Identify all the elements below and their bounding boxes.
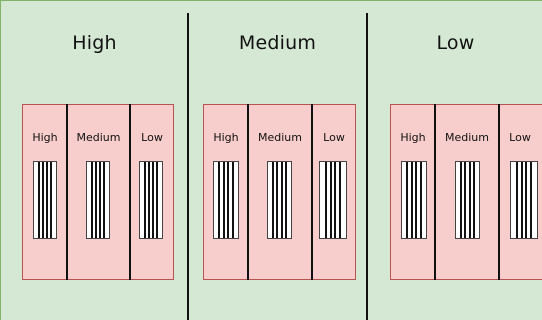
column-low: Low High Medium Low (368, 1, 542, 320)
vertical-bars-icon (213, 161, 239, 239)
column-title: High (72, 32, 117, 54)
subcolumn-group: High Medium Low (203, 104, 356, 280)
subcolumn-divider (129, 104, 131, 280)
subcolumn-divider (498, 104, 500, 280)
vertical-bars-icon (33, 161, 57, 239)
column-divider (366, 13, 368, 320)
vertical-bars-icon (86, 161, 110, 239)
column-title: Low (436, 32, 475, 54)
subcolumn-label: Medium (258, 131, 302, 144)
subcolumn-divider (434, 104, 436, 280)
column-high: High High Medium Low (1, 1, 188, 320)
subcolumn-group: High Medium Low (22, 104, 174, 280)
subcolumn-label: Low (509, 131, 531, 144)
subcolumn-label: Low (323, 131, 345, 144)
column-divider (187, 13, 189, 320)
vertical-bars-icon (510, 161, 538, 239)
subcolumn-label: High (32, 131, 58, 144)
subcolumn-label: High (213, 131, 239, 144)
column-medium: Medium High Medium Low (189, 1, 366, 320)
subcolumn-group: High Medium Low (390, 104, 542, 280)
subcolumn-label: High (400, 131, 426, 144)
subcolumn-label: Medium (76, 131, 121, 144)
vertical-bars-icon (455, 161, 480, 239)
vertical-bars-icon (401, 161, 427, 239)
vertical-bars-icon (319, 161, 347, 239)
subcolumn-divider (247, 104, 249, 280)
subcolumn-label: Low (141, 131, 163, 144)
vertical-bars-icon (267, 161, 292, 239)
column-title: Medium (238, 32, 317, 54)
vertical-bars-icon (139, 161, 163, 239)
subcolumn-divider (311, 104, 313, 280)
subcolumn-label: Medium (445, 131, 489, 144)
subcolumn-divider (66, 104, 68, 280)
